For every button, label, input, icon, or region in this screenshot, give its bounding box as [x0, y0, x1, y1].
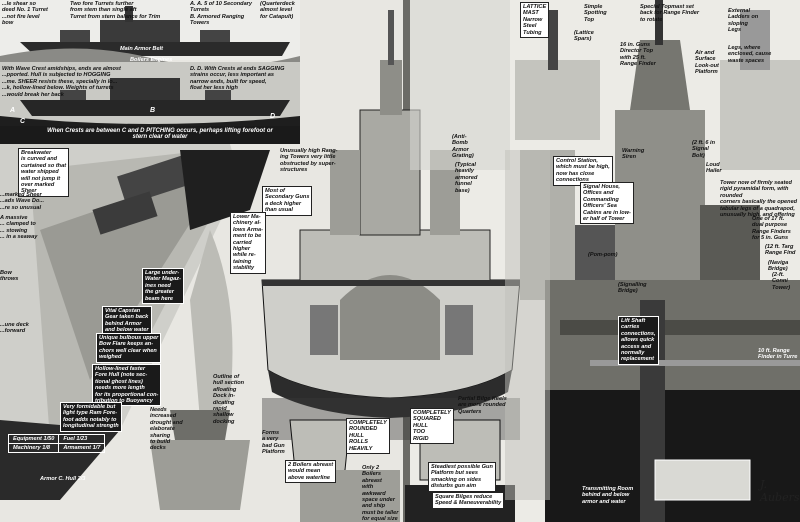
spec-machinery: Machinery 1/8 — [7, 443, 60, 453]
label-lattice-mast: LATTICE MAST Narrow Steel Tubing — [520, 2, 550, 39]
label-needs-drought: Needs increased drought and elaborate sh… — [150, 407, 183, 452]
label-typical-funnel: (Typical heavily armored funnel base) — [455, 162, 478, 194]
label-unusually-high: Unusually high Rang- ing Towers very lit… — [280, 148, 338, 174]
label-most-secondary: Most of Secondary Guns a deck higher tha… — [262, 186, 313, 216]
hull-letter-c: C — [20, 118, 26, 125]
label-10ft-range: 10 ft. Range Finder in Turre — [758, 348, 798, 361]
label-tower-firmly: Tower now of firmly seated rigid pyramid… — [720, 180, 798, 219]
label-quarterdeck: (Quarterdeck almost level for Catapult) — [260, 1, 295, 20]
label-large-underwater: Large under- Water Magaz- ines need the … — [142, 268, 184, 305]
label-signalling-bridge: (Signalling Bridge) — [618, 282, 647, 295]
spec-armament: Armament 1/7 — [58, 443, 106, 453]
label-special-topmast: Special Topmast set back for Range Finde… — [640, 4, 700, 23]
label-external-ladders: External Ladders on sloping Legs — [728, 8, 759, 34]
label-boilers-abreast: 2 Boilers abreast would mean above water… — [285, 460, 337, 484]
label-16-in: 16 in. Guns Director Top with 25 ft. Ran… — [620, 42, 656, 68]
label-anti-bomb: (Anti- Bomb Armor Grating) — [452, 134, 474, 160]
label-completely-rounded: COMPLETELY ROUNDED HULL ROLLS HEAVILY — [346, 418, 390, 455]
label-partial-bilge: Partial Bilge Keels are more rounded Qua… — [458, 396, 507, 415]
label-gun-decks: ...une deck ...forward — [0, 322, 29, 335]
label-hogging: With Wave Crest amidships, ends are almo… — [2, 66, 121, 98]
hull-letter-a: A — [10, 107, 16, 114]
label-legs-where: Legs, where enclosed, cause waste spaces — [728, 45, 772, 64]
label-breakwater: Breakwater is curved and curtained so th… — [18, 148, 70, 197]
label-main-armor-belt: Main Armor Belt — [120, 46, 163, 52]
label-lattice-spars: (Lattice Spars) — [574, 30, 594, 43]
label-vital-capstan: Vital Capstan Gear taken back behind Arm… — [102, 306, 152, 336]
artist-signature: J. Aubers — [760, 478, 800, 504]
hull-letter-b: B — [150, 107, 156, 114]
label-marked-sheer: ...marked Sheer ...ads Wave Do... ...re … — [0, 192, 45, 211]
label-shear: ...le shear so deed No. 1 Turret ...not … — [2, 1, 48, 27]
label-only-2-boilers: Only 2 Boilers abreast with awkward spac… — [362, 465, 399, 522]
label-air-surface: Air and Surface Look-out Platform — [695, 50, 719, 76]
label-one-of-17: One of 17 ft. dual purpose Range Finders… — [752, 216, 791, 242]
label-loud-hailer: Loud Hailer — [706, 162, 722, 175]
label-sagging: D. D. With Crests at ends SAGGING strain… — [190, 66, 285, 92]
label-two-fore-turrets: Two fore Turrets further from stem than … — [70, 1, 161, 20]
label-simple-spotting: Simple Spotting Top — [584, 4, 607, 23]
label-bulbous-bow: Unique bulbous upper Bow Flare keeps an-… — [96, 333, 162, 363]
spec-equipment: Equipment 1/50 — [7, 434, 60, 444]
label-navigation-bridge: (Naviga Bridge) — [768, 260, 789, 273]
hull-letter-d: D — [270, 113, 276, 120]
spec-armor: Armor C. Hull 2/3 — [40, 476, 86, 482]
label-lift-shaft: Lift Shaft carries connections, allows q… — [618, 316, 659, 365]
label-signal-house: Signal House, Offices and Commanding Off… — [580, 182, 634, 225]
label-hollow-lined: Hollow-lined faster Fore Hull (note sec-… — [92, 364, 162, 407]
label-boilers-engines: Boilers Engines — [130, 57, 173, 63]
label-massive: A massive ... clamped to ... stowing ...… — [0, 215, 38, 241]
label-forms-bad: Forms a very bad Gun Platform — [262, 430, 285, 456]
spec-fuel: Fuel 1/23 — [58, 434, 106, 444]
label-warning-siren: Warning Siren — [622, 148, 645, 161]
label-outline-hull: Outline of hull section afloating Dock i… — [213, 374, 245, 425]
label-pom-pom: (Pom-pom) — [588, 252, 618, 258]
label-secondary-turrets: A. A. 5 of 10 Secondary Turrets B. Armor… — [190, 1, 252, 27]
label-square-bilges: Square Bilges reduce Speed & Maneuverabi… — [432, 492, 505, 509]
label-transmitting-room: Transmitting Room behind and below armor… — [582, 486, 634, 505]
label-completely-squared: COMPLETELY SQUARED HULL TOO RIGID — [410, 408, 454, 445]
caption-pitching: When Crests are between C and D PITCHING… — [47, 128, 273, 140]
label-conning-tower: (2-ft. Conni Tower) — [772, 272, 791, 291]
label-steadiest: Steadiest possible Gun Platform but sees… — [428, 462, 496, 492]
label-2ft-signal: (2 ft. 6 in Signal Bolt) — [692, 140, 715, 159]
label-lower-machinery: Lower Ma- chinery al- lows Arma- ment to… — [230, 212, 266, 274]
label-bow-throws: Bow throws — [0, 270, 19, 283]
label-control-station: Control Station, which must be high, now… — [553, 156, 613, 186]
label-12ft: (12 ft. Targ Range Find — [765, 244, 796, 257]
label-formidable: Very formidable but light type Ram Fore-… — [60, 402, 122, 432]
